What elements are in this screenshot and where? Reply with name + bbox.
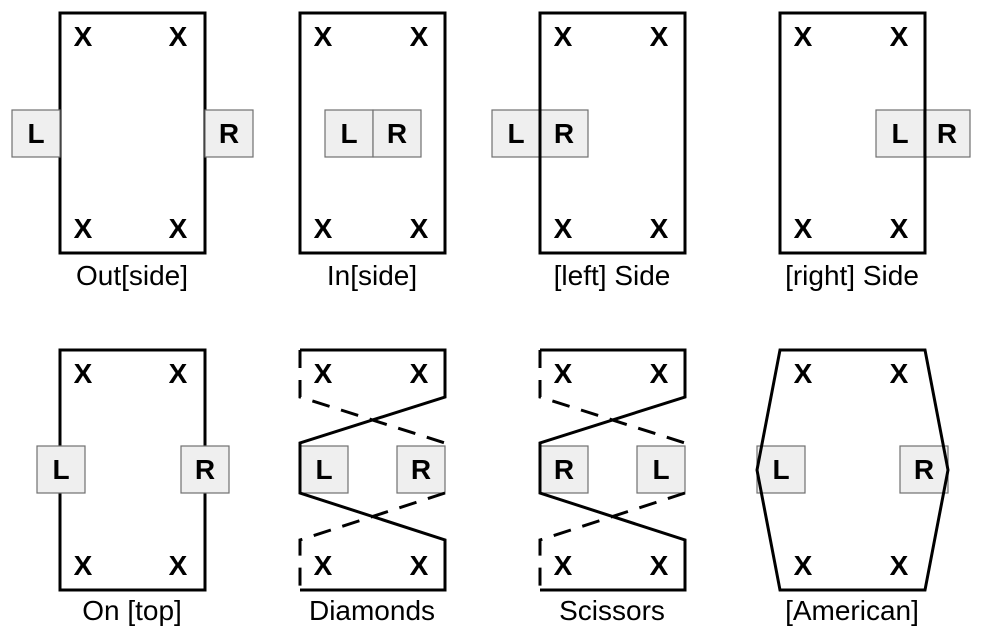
left-tile-label: L [772, 454, 789, 485]
right-tile: R [923, 109, 971, 158]
court-frame [538, 11, 687, 255]
right-tile-label: R [554, 118, 574, 149]
panel-american: L R X X X X [American] [755, 348, 950, 626]
left-tile-label: L [52, 454, 69, 485]
right-tile: R [396, 445, 446, 494]
x-mark: X [169, 213, 188, 244]
court-frame [298, 11, 447, 255]
x-mark: X [794, 358, 813, 389]
left-tile-label: L [507, 118, 524, 149]
x-mark: X [650, 358, 669, 389]
x-mark: X [890, 550, 909, 581]
panel-on-top: X X X X L R On [top] [36, 348, 230, 626]
left-tile: L [756, 445, 806, 494]
panel-right-side: L R X X X X [right] Side [778, 11, 971, 291]
right-tile: R [899, 445, 949, 494]
right-tile-label: R [195, 454, 215, 485]
court-frame [778, 11, 927, 255]
panel-caption: Diamonds [309, 595, 435, 626]
x-mark: X [554, 550, 573, 581]
panel-caption: Scissors [559, 595, 665, 626]
x-mark: X [314, 21, 333, 52]
left-tile: L [875, 109, 925, 158]
panel-scissors: R L X X X X Scissors [538, 348, 687, 626]
tile-layer: L R [299, 445, 446, 494]
x-mark: X [554, 21, 573, 52]
tile-layer: R L [539, 445, 686, 494]
dashed-path-bottom [538, 491, 686, 590]
x-mark: X [74, 358, 93, 389]
x-mark: X [554, 213, 573, 244]
x-mark: X [890, 21, 909, 52]
panel-caption: [right] Side [785, 260, 919, 291]
x-mark: X [169, 358, 188, 389]
solid-path [298, 348, 447, 592]
right-tile-label: L [652, 454, 669, 485]
x-mark: X [74, 550, 93, 581]
left-tile-label: L [27, 118, 44, 149]
left-tile-label: L [340, 118, 357, 149]
dashed-path-bottom [298, 491, 446, 590]
panel-caption: In[side] [327, 260, 417, 291]
x-mark: X [890, 358, 909, 389]
right-tile: L [636, 445, 686, 494]
x-mark: X [169, 21, 188, 52]
right-tile: R [180, 445, 230, 494]
panel-outside: X X X X L R Out[side] [11, 11, 254, 291]
x-mark: X [650, 550, 669, 581]
left-tile: L [299, 445, 349, 494]
x-mark: X [794, 550, 813, 581]
right-tile-label: R [937, 118, 957, 149]
x-mark: X [890, 213, 909, 244]
right-tile-label: R [914, 454, 934, 485]
panel-caption: Out[side] [76, 260, 188, 291]
dashed-path-top [538, 350, 686, 445]
right-tile-label: R [411, 454, 431, 485]
x-mark: X [410, 358, 429, 389]
left-tile: L [11, 109, 61, 158]
right-tile: R [372, 109, 422, 158]
panel-diamonds: L R X X X X Diamonds [298, 348, 447, 626]
panel-caption: [American] [785, 595, 919, 626]
panel-caption: [left] Side [554, 260, 671, 291]
court-hexagon [755, 348, 950, 592]
x-mark: X [650, 21, 669, 52]
right-tile: R [204, 109, 254, 158]
left-tile: L [36, 445, 86, 494]
right-tile: R [539, 109, 589, 158]
x-mark: X [314, 213, 333, 244]
x-mark: X [314, 550, 333, 581]
left-tile-label: L [891, 118, 908, 149]
x-mark: X [794, 21, 813, 52]
x-mark: X [410, 213, 429, 244]
x-mark: X [410, 550, 429, 581]
panel-left-side: L R X X X X [left] Side [491, 11, 687, 291]
right-tile-label: R [219, 118, 239, 149]
left-tile-label: R [554, 454, 574, 485]
left-tile: R [539, 445, 589, 494]
dashed-path-top [298, 350, 446, 445]
x-mark: X [74, 21, 93, 52]
x-mark: X [169, 550, 188, 581]
x-mark: X [314, 358, 333, 389]
x-mark: X [554, 358, 573, 389]
left-tile: L [324, 109, 374, 158]
left-tile: L [491, 109, 541, 158]
panel-caption: On [top] [82, 595, 182, 626]
right-tile-label: R [387, 118, 407, 149]
left-tile-label: L [315, 454, 332, 485]
x-mark: X [650, 213, 669, 244]
solid-path [538, 348, 687, 592]
x-mark: X [410, 21, 429, 52]
panel-inside: X X X X L R In[side] [298, 11, 447, 291]
x-mark: X [74, 213, 93, 244]
x-mark: X [794, 213, 813, 244]
